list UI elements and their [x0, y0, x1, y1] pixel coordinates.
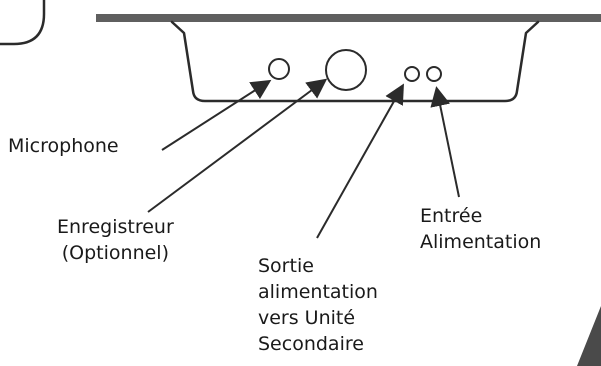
power-input-label: Entrée Alimentation — [420, 205, 542, 253]
microphone-arrow — [161, 79, 272, 151]
power-output-arrow — [316, 83, 404, 239]
device-top-bar — [96, 14, 601, 22]
device-panel-outline — [170, 20, 540, 103]
power-input-arrow — [430, 86, 460, 198]
microphone-port-icon — [268, 58, 290, 80]
bottom-right-corner-shape — [577, 306, 601, 366]
recorder-label: Enregistreur (Optionnel) — [57, 216, 174, 264]
microphone-label: Microphone — [8, 135, 119, 157]
recorder-port-icon — [325, 49, 367, 91]
power-input-port-icon — [426, 66, 442, 82]
top-left-box-corner — [0, 0, 46, 46]
power-output-label: Sortie alimentation vers Unité Secondair… — [258, 255, 378, 355]
recorder-arrow — [147, 78, 328, 213]
power-output-port-icon — [404, 66, 420, 82]
